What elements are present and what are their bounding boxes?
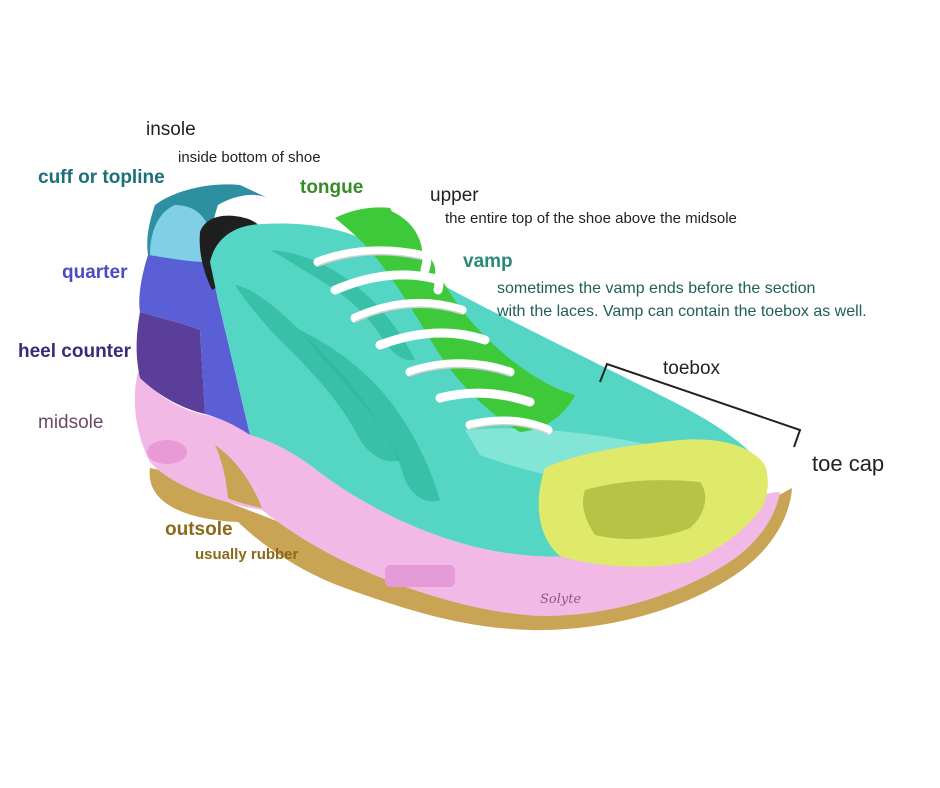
midsole-gel-window (147, 440, 187, 464)
upper-overlay-stripes (235, 285, 400, 462)
heel-counter-region (136, 312, 205, 414)
outsole-note: usually rubber (195, 546, 299, 563)
toebox-bracket (599, 362, 802, 448)
quarter-label: quarter (62, 262, 128, 283)
midsole-label: midsole (38, 412, 104, 433)
vamp-note-line2: with the laces. Vamp can contain the toe… (497, 303, 867, 320)
upper-note: the entire top of the shoe above the mid… (445, 210, 737, 227)
tongue-region (335, 207, 575, 432)
sole-brand-mark: Solyte (540, 592, 582, 607)
midsole-support-arch (215, 445, 262, 508)
midsole-logo-window (385, 565, 455, 587)
outsole-label: outsole (165, 519, 233, 540)
upper-overlay-stripes-3 (270, 250, 415, 361)
vamp-note-line1: sometimes the vamp ends before the secti… (497, 280, 816, 297)
upper-label: upper (430, 185, 479, 206)
lace-shadows (317, 253, 549, 435)
toebox-label: toebox (663, 358, 721, 379)
cuff-lining (150, 205, 210, 262)
toe-cap-label: toe cap (812, 451, 885, 476)
vamp-label: vamp (463, 251, 513, 272)
quarter-region (139, 255, 250, 435)
toe-cap-inner-panel (583, 480, 706, 540)
insole-note: inside bottom of shoe (178, 149, 321, 166)
tongue-label: tongue (300, 177, 364, 198)
laces (313, 203, 553, 435)
upper-overlay-stripes-2 (300, 330, 440, 502)
heel-counter-label: heel counter (18, 341, 131, 362)
cuff-label: cuff or topline (38, 167, 165, 188)
insole-label: insole (146, 119, 196, 140)
